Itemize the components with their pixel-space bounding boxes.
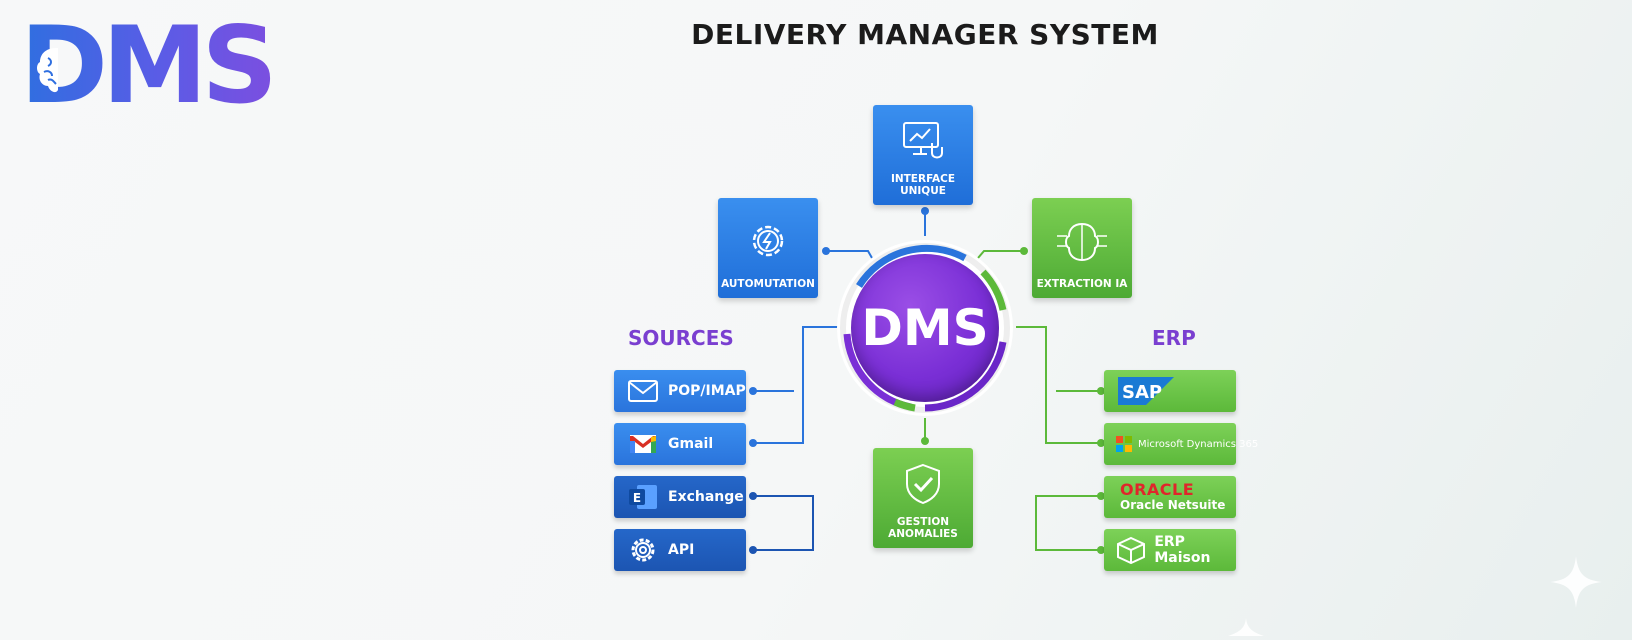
erp-microsoft-label: Microsoft Dynamics 365 (1138, 438, 1259, 450)
erp-sap[interactable]: SAP (1104, 370, 1236, 412)
automation-label: AUTOMUTATION (721, 278, 815, 290)
erp-heading: ERP (1152, 326, 1196, 350)
gestion-anomalies-tile[interactable]: GESTION ANOMALIES (873, 448, 973, 548)
sap-logo-text: SAP (1122, 382, 1162, 403)
dms-hub: DMS (835, 238, 1015, 418)
extraction-ia-tile[interactable]: EXTRACTION IA (1032, 198, 1132, 298)
source-pop-imap-label: POP/IMAP (668, 383, 746, 399)
automation-tile[interactable]: AUTOMUTATION (718, 198, 818, 298)
erp-maison[interactable]: ERP Maison (1104, 529, 1236, 571)
source-exchange-label: Exchange (668, 489, 744, 505)
sap-logo: SAP (1118, 377, 1174, 405)
dms-logo: DMS (20, 13, 278, 119)
source-gmail[interactable]: Gmail (614, 423, 746, 465)
monitor-touch-icon (903, 122, 943, 159)
ai-brain-icon (1057, 222, 1107, 262)
gestion-anomalies-label: GESTION ANOMALIES (888, 516, 958, 540)
oracle-logo: ORACLE (1120, 480, 1195, 499)
erp-oracle-label: Oracle Netsuite (1120, 498, 1226, 512)
shield-check-icon (906, 463, 940, 505)
erp-maison-label: ERP Maison (1154, 534, 1211, 566)
exchange-icon: E (626, 482, 660, 512)
brain-icon (37, 48, 58, 93)
erp-oracle-netsuite[interactable]: ORACLE Oracle Netsuite (1104, 476, 1236, 518)
sources-heading: SOURCES (628, 326, 734, 350)
source-api-label: API (668, 542, 695, 558)
gear-lightning-icon (752, 225, 784, 257)
gear-icon (626, 535, 660, 565)
gmail-icon (626, 429, 660, 459)
logo-text: DMS (20, 4, 278, 127)
interface-unique-tile[interactable]: INTERFACE UNIQUE (873, 105, 973, 205)
microsoft-logo-icon (1116, 436, 1132, 452)
source-gmail-label: Gmail (668, 436, 714, 452)
sparkle-small-icon (1228, 618, 1264, 636)
sparkle-icon (1550, 556, 1602, 608)
source-pop-imap[interactable]: POP/IMAP (614, 370, 746, 412)
page-title: DELIVERY MANAGER SYSTEM (691, 18, 1159, 51)
envelope-icon (626, 376, 660, 406)
source-exchange[interactable]: E Exchange (614, 476, 746, 518)
erp-microsoft-dynamics[interactable]: Microsoft Dynamics 365 (1104, 423, 1258, 465)
interface-unique-label: INTERFACE UNIQUE (890, 173, 956, 197)
extraction-ia-label: EXTRACTION IA (1036, 278, 1128, 290)
hub-label: DMS (851, 254, 999, 402)
erp-cube-icon (1116, 535, 1146, 565)
source-api[interactable]: API (614, 529, 746, 571)
svg-text:E: E (633, 491, 641, 505)
